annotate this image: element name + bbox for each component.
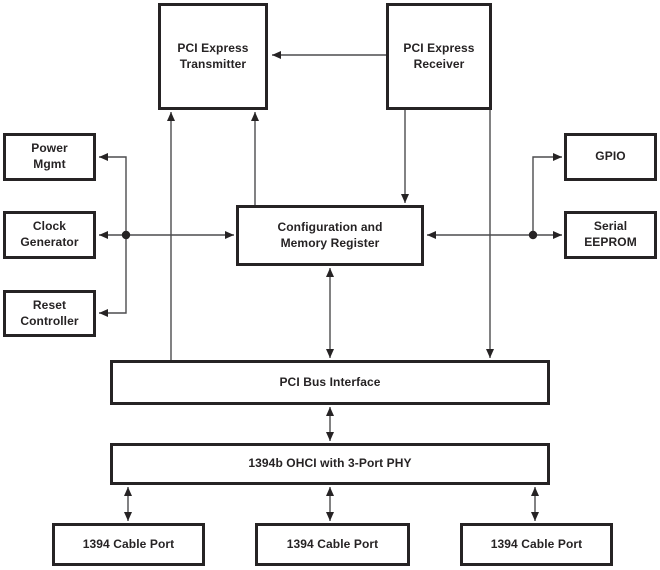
connector-branch-to-reset-controller [99,235,127,317]
block-1394-cable-port-1: 1394 Cable Port [52,523,205,566]
block-label: 1394b OHCI with 3-Port PHY [248,456,412,471]
block-label: PCI Express Receiver [403,40,475,71]
block-1394-cable-port-2: 1394 Cable Port [255,523,410,566]
block-pci-bus-interface: PCI Bus Interface [110,360,550,405]
block-pci-express-receiver: PCI Express Receiver [386,3,492,110]
block-label: Clock Generator [20,219,79,249]
block-label: PCI Bus Interface [279,374,381,389]
block-label: Serial EEPROM [584,219,637,249]
block-label: 1394 Cable Port [82,536,175,551]
block-label: PCI Express Transmitter [177,40,249,71]
block-1394-cable-port-3: 1394 Cable Port [460,523,613,566]
block-label: Reset Controller [20,297,79,328]
block-serial-eeprom: Serial EEPROM [564,211,657,259]
block-label: GPIO [595,149,626,164]
block-label: Configuration and Memory Register [277,219,383,250]
block-clock-generator: Clock Generator [3,211,96,259]
block-configuration-and-memory-register: Configuration and Memory Register [236,205,424,266]
connector-branch-to-power-mgmt [99,153,127,235]
junction-dot-right [528,230,538,240]
connector-branch-to-gpio [532,153,562,235]
junction-dot-left [121,230,131,240]
block-label: Power Mgmt [31,141,68,171]
block-gpio: GPIO [564,133,657,181]
block-power-mgmt: Power Mgmt [3,133,96,181]
block-pci-express-transmitter: PCI Express Transmitter [158,3,268,110]
block-reset-controller: Reset Controller [3,290,96,337]
block-label: 1394 Cable Port [490,536,583,551]
block-label: 1394 Cable Port [286,536,379,551]
block-1394b-ohci-with-3-port-phy: 1394b OHCI with 3-Port PHY [110,443,550,485]
